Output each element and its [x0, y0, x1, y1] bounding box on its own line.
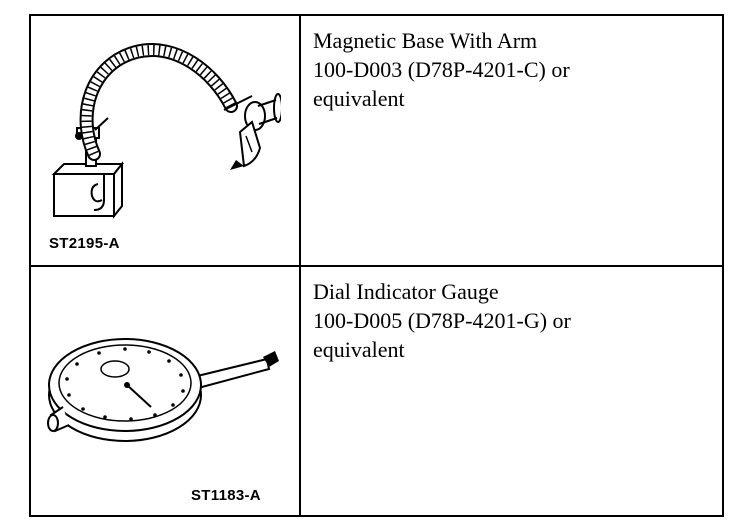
tool-equivalent-note: equivalent — [313, 86, 405, 111]
tool-part-number: 100-D005 (D78P-4201-G) or — [313, 308, 571, 333]
description-cell: Magnetic Base With Arm 100-D003 (D78P-42… — [301, 16, 722, 265]
tool-name: Magnetic Base With Arm — [313, 28, 538, 53]
dial-indicator-gauge-illustration — [47, 338, 279, 442]
tool-part-number: 100-D003 (D78P-4201-C) or — [313, 57, 570, 82]
tool-row-magnetic-base: ST2195-A Magnetic Base With Arm 100-D003… — [31, 16, 722, 267]
magnetic-base-with-arm-illustration — [51, 43, 281, 219]
illustration-ref-code: ST1183-A — [191, 487, 261, 504]
tool-row-dial-indicator: ST1183-A Dial Indicator Gauge 100-D005 (… — [31, 267, 722, 515]
illustration-cell: ST1183-A — [31, 267, 301, 515]
tool-name: Dial Indicator Gauge — [313, 279, 499, 304]
special-tools-table: ST2195-A Magnetic Base With Arm 100-D003… — [29, 14, 724, 517]
illustration-cell: ST2195-A — [31, 16, 301, 265]
illustration-ref-code: ST2195-A — [49, 235, 120, 252]
description-cell: Dial Indicator Gauge 100-D005 (D78P-4201… — [301, 267, 722, 515]
tool-equivalent-note: equivalent — [313, 337, 405, 362]
